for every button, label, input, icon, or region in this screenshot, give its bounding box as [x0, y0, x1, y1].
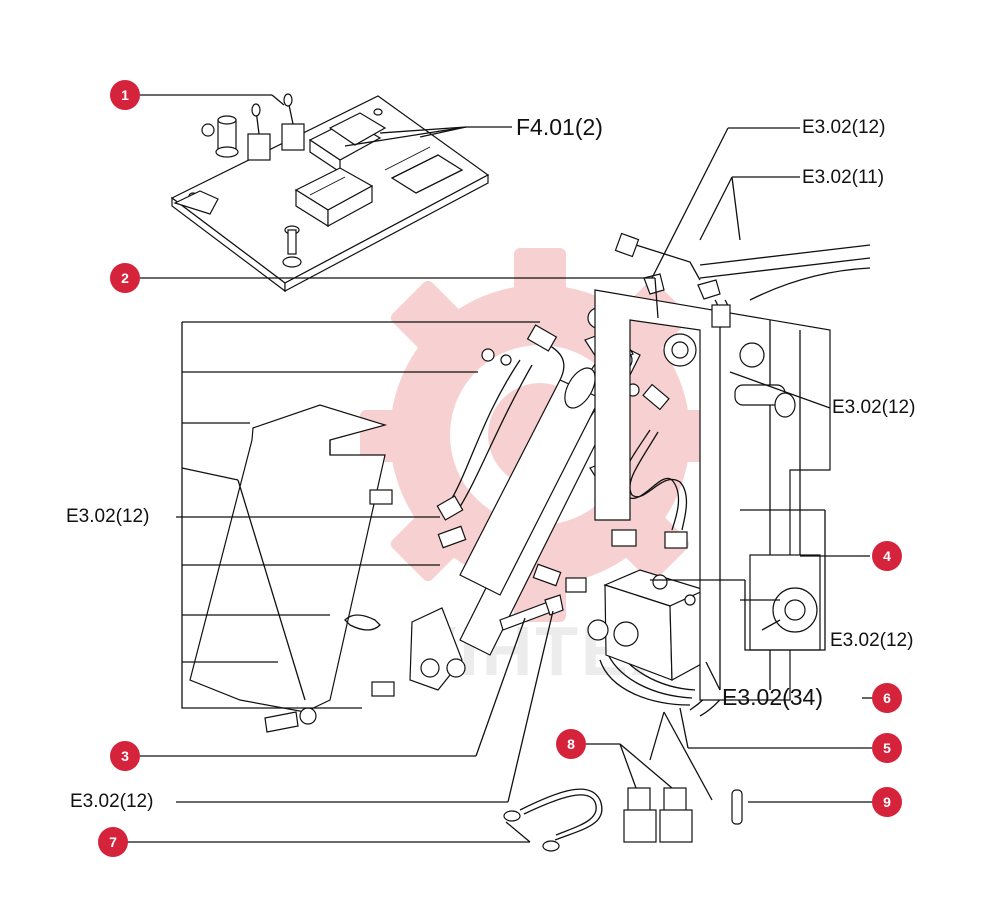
callout-badge-7[interactable]: 7	[98, 827, 128, 857]
rocker-switches	[294, 112, 464, 228]
ref-e3-02-12-right-upper: E3.02(12)	[832, 397, 916, 418]
ref-f4-01-2: F4.01(2)	[516, 114, 603, 140]
callout-badge-9[interactable]: 9	[872, 787, 902, 817]
ground-cable	[503, 788, 603, 852]
callout-badge-4[interactable]: 4	[872, 541, 902, 571]
callout-badge-5[interactable]: 5	[872, 733, 902, 763]
ref-e3-02-34: E3.02(34)	[722, 684, 824, 710]
switch-panel	[170, 93, 490, 293]
ref-e3-02-12-bottom: E3.02(12)	[70, 791, 154, 812]
toggle-switches	[201, 93, 305, 161]
ref-e3-02-12-left: E3.02(12)	[66, 506, 150, 527]
callout-badge-2[interactable]: 2	[110, 263, 140, 293]
valve-block	[587, 569, 707, 681]
ref-e3-02-12-right-lower: E3.02(12)	[830, 630, 914, 651]
ref-e3-02-12-top: E3.02(12)	[802, 117, 886, 138]
leader-lines	[128, 94, 872, 843]
pin	[731, 789, 743, 825]
callout-badge-6[interactable]: 6	[872, 683, 902, 713]
cover-plate	[189, 404, 395, 713]
bolt	[264, 594, 564, 733]
screw	[282, 225, 302, 268]
ref-e3-02-11: E3.02(11)	[802, 167, 885, 188]
callout-badge-3[interactable]: 3	[110, 741, 140, 771]
connectors	[623, 787, 693, 843]
machine-frame	[594, 232, 871, 701]
callout-badge-8[interactable]: 8	[556, 729, 586, 759]
callout-badge-1[interactable]: 1	[110, 80, 140, 110]
